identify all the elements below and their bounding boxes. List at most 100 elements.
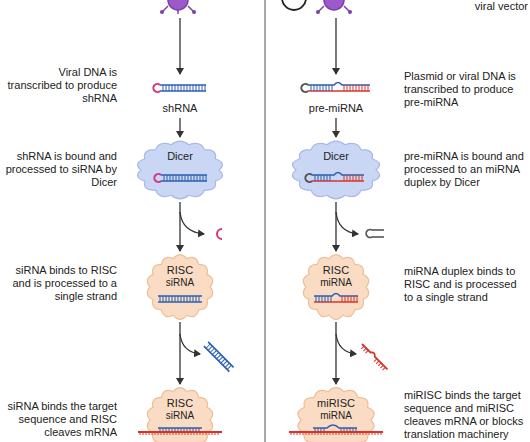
rna-strand bbox=[158, 427, 202, 429]
virus-spike bbox=[319, 6, 324, 11]
node-title: miRISC bbox=[295, 397, 377, 410]
dicer-enzyme: Dicer bbox=[290, 138, 382, 202]
flow-arrow bbox=[335, 118, 336, 137]
hairpin-loop bbox=[153, 84, 160, 92]
flow-arrow bbox=[179, 118, 180, 137]
strand-line bbox=[204, 346, 229, 371]
base-pairs bbox=[315, 175, 330, 181]
rna-strand bbox=[313, 425, 357, 428]
virus-spike bbox=[188, 6, 193, 11]
strand-rungs bbox=[206, 344, 231, 369]
step-text: shRNA is bound and processed to siRNA by… bbox=[5, 150, 117, 189]
rna-strand bbox=[308, 83, 370, 86]
step-text: siRNA binds to RISC and is processed to … bbox=[5, 264, 117, 303]
rna-strand bbox=[314, 294, 358, 297]
rna-hairpin: shRNA bbox=[150, 78, 210, 118]
virus-capsid bbox=[168, 0, 188, 10]
node-subtitle: siRNA bbox=[144, 277, 216, 289]
base-pairs bbox=[163, 85, 205, 91]
virus-capsid bbox=[324, 0, 344, 10]
node-shape bbox=[135, 138, 225, 202]
hairpin-loop bbox=[305, 174, 312, 182]
risc-complex: RISCsiRNA bbox=[144, 385, 216, 442]
released-strand bbox=[204, 342, 234, 372]
node-title: pre-miRNA bbox=[290, 102, 382, 115]
node-subtitle: siRNA bbox=[144, 410, 216, 422]
rna-hairpin: pre-miRNA bbox=[290, 78, 382, 118]
loop-stem bbox=[372, 229, 384, 231]
node-text-group: pre-miRNA bbox=[290, 102, 382, 115]
flow-arrow bbox=[179, 202, 180, 251]
step-text: siRNA binds the target sequence and RISC… bbox=[5, 400, 117, 439]
node-title: RISC bbox=[300, 264, 372, 277]
node-text-group: Dicer bbox=[290, 150, 382, 163]
released-loop bbox=[366, 229, 384, 237]
base-pairs bbox=[140, 432, 218, 435]
node-title: RISC bbox=[144, 264, 216, 277]
released-loop bbox=[217, 229, 222, 239]
node-text-group: Dicer bbox=[135, 150, 225, 163]
node-subtitle: miRNA bbox=[295, 410, 377, 422]
virus-spike bbox=[344, 6, 349, 11]
base-pairs bbox=[342, 296, 357, 302]
cloud-outline bbox=[138, 141, 223, 199]
dicer-enzyme: Dicer bbox=[135, 138, 225, 202]
base-pairs bbox=[164, 175, 206, 181]
step-text: Viral DNA is transcribed to produce shRN… bbox=[5, 66, 117, 105]
step-text: Plasmid or viral DNA is transcribed to p… bbox=[404, 70, 528, 109]
cloud-outline bbox=[292, 141, 379, 199]
rna-strand bbox=[312, 173, 364, 176]
base-pairs bbox=[311, 85, 332, 91]
node-shape bbox=[290, 138, 382, 202]
virus-spike bbox=[192, 10, 196, 14]
release-arrow bbox=[180, 334, 200, 354]
loop-stem bbox=[372, 236, 384, 238]
virus-spike bbox=[160, 10, 164, 14]
vector-label: viral vector bbox=[466, 0, 528, 13]
release-arrow bbox=[180, 212, 204, 234]
loop-arc bbox=[366, 229, 372, 237]
base-pairs bbox=[344, 175, 362, 181]
node-text-group: miRISCmiRNA bbox=[295, 397, 377, 422]
node-title: Dicer bbox=[290, 150, 382, 163]
step-text: miRISC binds the target sequence and miR… bbox=[404, 389, 528, 441]
node-title: shRNA bbox=[150, 102, 210, 115]
release-arrow bbox=[336, 334, 356, 354]
hairpin-loop bbox=[154, 174, 161, 182]
node-text-group: shRNA bbox=[150, 102, 210, 115]
node-subtitle: miRNA bbox=[300, 277, 372, 289]
virus-spike bbox=[177, 10, 179, 14]
virus-spike bbox=[348, 10, 352, 14]
risc-complex: RISCsiRNA bbox=[144, 252, 216, 322]
virus-spike bbox=[316, 10, 320, 14]
flow-arrow bbox=[335, 18, 336, 74]
base-pairs bbox=[344, 85, 368, 91]
strand-line bbox=[362, 343, 389, 370]
node-text-group: RISCsiRNA bbox=[144, 397, 216, 422]
flow-arrow bbox=[179, 18, 180, 74]
viral-vector-icon bbox=[160, 0, 196, 14]
node-title: RISC bbox=[144, 397, 216, 410]
base-pairs bbox=[160, 296, 199, 302]
column-divider bbox=[265, 0, 266, 442]
base-pairs bbox=[316, 296, 331, 302]
risc-complex: RISCmiRNA bbox=[300, 252, 372, 322]
released-strand bbox=[359, 343, 389, 373]
rna-strand bbox=[158, 301, 202, 303]
risc-complex: miRISCmiRNA bbox=[295, 385, 377, 442]
step-text: pre-miRNA is bound and processed to an m… bbox=[404, 150, 528, 189]
strand-rungs bbox=[361, 346, 385, 370]
node-text-group: RISCmiRNA bbox=[300, 264, 372, 289]
plasmid-and-virus-icon bbox=[282, 0, 352, 14]
node-title: Dicer bbox=[135, 150, 225, 163]
rna-strand bbox=[158, 295, 202, 297]
flow-arrow bbox=[335, 202, 336, 251]
virus-spike bbox=[163, 6, 168, 11]
step-text: miRNA duplex binds to RISC and is proces… bbox=[404, 265, 528, 304]
plasmid-ring bbox=[282, 0, 306, 10]
flow-arrow bbox=[179, 322, 180, 384]
hairpin-loop bbox=[301, 84, 308, 92]
node-text-group: RISCsiRNA bbox=[144, 264, 216, 289]
flow-arrow bbox=[335, 322, 336, 384]
